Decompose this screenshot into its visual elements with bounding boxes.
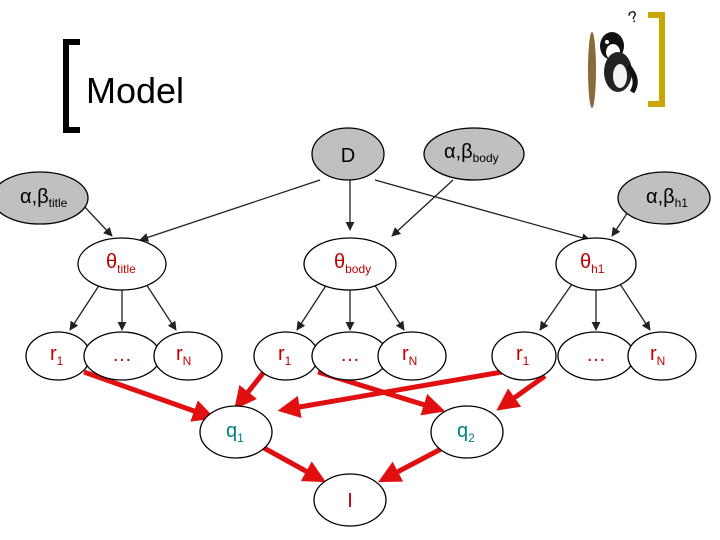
svg-text:r1: r1 [278,343,292,368]
svg-text:rN: rN [650,343,665,368]
svg-text:rN: rN [402,343,417,368]
node-r1-h1: r1 [491,331,557,381]
node-alpha-beta-title: α,βtitle [0,171,89,225]
node-dots-title: … [83,331,161,381]
node-alpha-beta-h1-sub: h1 [675,196,689,210]
node-theta-h1-sub: h1 [591,262,605,276]
svg-text:α,βtitle: α,βtitle [20,186,68,210]
node-i: I [313,473,387,527]
node-r1-body-sub: 1 [285,354,292,368]
node-d: D [311,127,385,181]
node-q1-label: q [226,420,237,442]
node-d-label: D [341,145,355,167]
svg-text:q2: q2 [457,420,475,445]
node-alpha-beta-h1-label: α,β [646,186,675,208]
svg-text:q1: q1 [226,420,244,445]
logo: ? [588,8,665,108]
slide-title: Model [86,70,185,111]
node-q1-sub: 1 [237,431,244,445]
svg-text:α,βbody: α,βbody [444,141,499,165]
node-q2-label: q [457,420,468,442]
svg-text:θbody: θbody [334,251,371,276]
node-rn-title-label: r [176,343,183,365]
svg-text:r1: r1 [516,343,530,368]
node-rn-body: rN [377,331,447,381]
node-r1-body-label: r [278,343,285,365]
node-rn-title-sub: N [183,354,192,368]
node-theta-body: θbody [303,237,397,291]
node-theta-title-label: θ [106,251,117,273]
node-theta-title: θtitle [77,237,167,291]
node-rn-body-sub: N [409,354,418,368]
node-rn-h1-label: r [650,343,657,365]
svg-text:θtitle: θtitle [106,251,136,276]
svg-text:rN: rN [176,343,191,368]
svg-text:r1: r1 [50,343,64,368]
node-theta-h1: θh1 [555,237,637,291]
node-r1-h1-sub: 1 [523,354,530,368]
node-alpha-beta-body-label: α,β [444,141,473,163]
node-r1-body: r1 [253,331,319,381]
node-r1-title-sub: 1 [57,354,64,368]
node-q2: q2 [430,405,504,459]
node-rn-title: rN [153,331,223,381]
node-theta-h1-label: θ [580,251,591,273]
node-theta-title-sub: title [117,262,136,276]
node-alpha-beta-title-sub: title [49,196,68,210]
node-q2-sub: 2 [468,431,475,445]
lemur-icon [588,32,638,108]
node-dots-title-label: … [112,344,132,366]
node-dots-h1: … [557,331,635,381]
node-q1: q1 [199,405,273,459]
node-alpha-beta-body: α,βbody [423,127,525,181]
node-rn-h1-sub: N [657,354,666,368]
svg-text:θh1: θh1 [580,251,605,276]
node-theta-body-label: θ [334,251,345,273]
node-r1-title: r1 [25,331,91,381]
logo-question-mark: ? [626,8,640,27]
node-dots-h1-label: … [586,344,606,366]
svg-text:α,βh1: α,βh1 [646,186,688,210]
node-alpha-beta-body-sub: body [473,151,499,165]
black-edges [69,179,651,331]
node-alpha-beta-h1: α,βh1 [617,171,711,225]
node-theta-body-sub: body [345,262,371,276]
node-dots-body-label: … [340,344,360,366]
node-r1-h1-label: r [516,343,523,365]
node-rn-h1: rN [627,331,697,381]
node-dots-body: … [311,331,389,381]
node-rn-body-label: r [402,343,409,365]
title-bracket [63,39,80,133]
node-alpha-beta-title-label: α,β [20,186,49,208]
node-r1-title-label: r [50,343,57,365]
node-i-label: I [347,490,353,512]
